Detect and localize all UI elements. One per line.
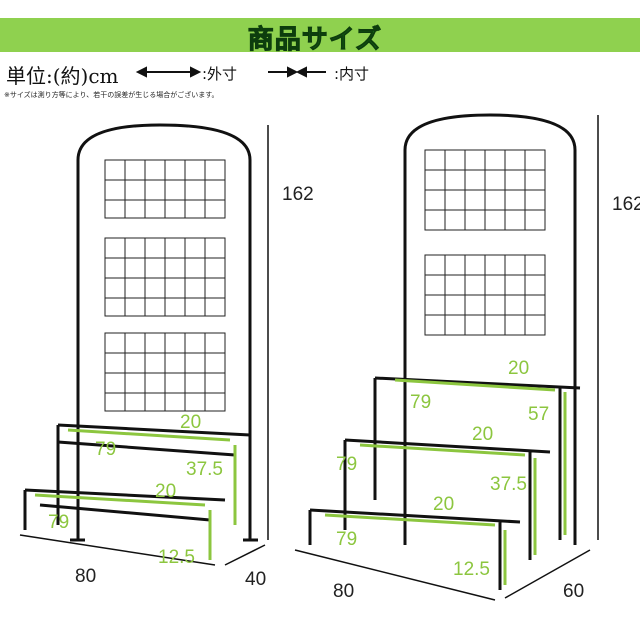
right-shelf2-height: 37.5 [490,474,527,495]
inner-dimension-label: :内寸 [334,65,370,83]
title-band [0,18,640,52]
left-width-label: 80 [75,566,96,587]
right-shelf2-width: 79 [336,454,357,475]
left-depth-label: 40 [245,569,266,590]
outer-dimension-label: :外寸 [202,65,238,83]
left-bottom-shelf-height: 12.5 [158,547,195,568]
right-depth-label: 60 [563,581,584,602]
right-shelf2-depth: 20 [472,424,493,445]
left-top-shelf-depth: 20 [180,412,201,433]
left-bottom-shelf-width: 79 [48,512,69,533]
right-shelf3-depth: 20 [433,494,454,515]
measurement-note: ※サイズは測り方等により、若干の誤差が生じる場合がございます。 [4,91,219,99]
right-width-label: 80 [333,581,354,602]
right-height-label: 162 [612,194,640,215]
right-shelf3-height: 12.5 [453,559,490,580]
left-top-shelf-height: 37.5 [186,459,223,480]
right-shelf1-depth: 20 [508,358,529,379]
right-shelf1-height: 57 [528,404,549,425]
page-title: 商品サイズ [247,25,382,56]
right-shelf3-width: 79 [336,529,357,550]
unit-label: 単位:(約)cm [6,64,119,88]
left-bottom-shelf-depth: 20 [155,481,176,502]
left-height-label: 162 [282,184,314,205]
right-shelf1-width: 79 [410,392,431,413]
left-top-shelf-width: 79 [95,439,116,460]
